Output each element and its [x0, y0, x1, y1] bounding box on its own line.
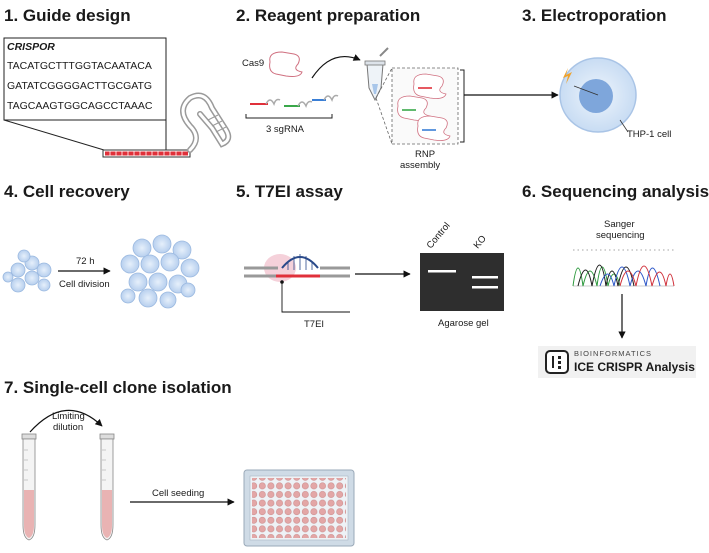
ice-crispr-label: ICE CRISPR Analysis [574, 360, 695, 374]
96-well-plate [243, 469, 355, 547]
sgrna-label: 3 sgRNA [266, 124, 305, 135]
cas9-shape [269, 51, 303, 77]
dilution-label: dilution [53, 422, 84, 433]
recovery-time-label: 72 h [76, 256, 95, 267]
guide-sequence-1: TACATGCTTTGGTACAATACA [7, 60, 152, 72]
ice-logo [538, 346, 696, 378]
step-6-title: 6. Sequencing analysis [522, 182, 709, 201]
thp1-cell [559, 57, 637, 133]
chromatogram [572, 249, 675, 287]
sanger-label-line2: sequencing [596, 230, 645, 241]
dna-heteroduplex [244, 254, 350, 313]
thp1-cell-label: THP-1 cell [627, 129, 672, 140]
step-7-title: 7. Single-cell clone isolation [4, 378, 232, 397]
bioinformatics-label: BIOINFORMATICS [574, 349, 653, 358]
guide-sequence-3: TAGCAAGTGGCAGCCTAAAC [7, 100, 153, 112]
agarose-gel [420, 253, 504, 311]
crispor-panel [3, 37, 232, 158]
cell-cluster-large [120, 234, 200, 309]
step-1-title: 1. Guide design [4, 6, 131, 25]
crispor-label: CRISPOR [7, 41, 55, 53]
sanger-label-line1: Sanger [604, 219, 635, 230]
sgrna-icons [245, 94, 339, 119]
cas9-label: Cas9 [242, 58, 265, 69]
step-2-title: 2. Reagent preparation [236, 6, 421, 25]
step-5-title: 5. T7EI assay [236, 182, 343, 201]
agarose-gel-label: Agarose gel [438, 318, 489, 329]
cell-division-label: Cell division [59, 279, 110, 290]
cell-seeding-label: Cell seeding [152, 488, 205, 499]
rnp-label: RNP [415, 149, 436, 160]
rnp-assembly-box [375, 67, 465, 145]
lightning-icon [563, 68, 572, 84]
tube-left [21, 433, 37, 541]
step-4-title: 4. Cell recovery [4, 182, 130, 201]
limiting-label: Limiting [52, 411, 85, 422]
assembly-label: assembly [400, 160, 441, 171]
guide-sequence-2: GATATCGGGGACTTGCGATG [7, 80, 153, 92]
tube-right [99, 433, 115, 541]
step-3-title: 3. Electroporation [522, 6, 667, 25]
t7ei-label: T7EI [304, 319, 325, 330]
cell-cluster-small [2, 249, 52, 293]
rnp-tube [364, 47, 389, 102]
